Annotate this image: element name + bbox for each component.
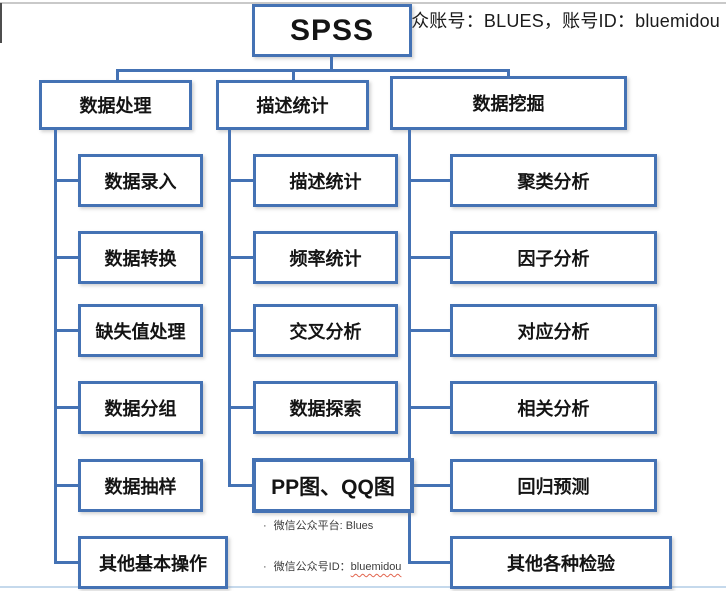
bullet-icon: · bbox=[263, 561, 267, 573]
node-data-transform: 数据转换 bbox=[78, 231, 203, 284]
branch-header-data-processing: 数据处理 bbox=[39, 80, 192, 130]
connector-stub bbox=[408, 179, 450, 182]
bottom-divider-line bbox=[0, 586, 726, 588]
node-regression-prediction: 回归预测 bbox=[450, 459, 657, 512]
node-frequency-stats: 频率统计 bbox=[253, 231, 398, 284]
connector-stub bbox=[408, 329, 450, 332]
root-node-spss: SPSS bbox=[252, 4, 412, 57]
connector-stub bbox=[228, 484, 253, 487]
connector-stub bbox=[408, 406, 450, 409]
bullet-icon: · bbox=[263, 520, 267, 532]
connector-stub bbox=[54, 256, 78, 259]
connector-stub bbox=[54, 406, 78, 409]
wechat-platform-text: 微信公众平台: Blues bbox=[273, 520, 374, 532]
node-other-tests: 其他各种检验 bbox=[450, 536, 672, 589]
connector-spine-branch-1 bbox=[54, 130, 57, 563]
connector-stub bbox=[54, 329, 78, 332]
connector-stub bbox=[408, 561, 450, 564]
node-other-basic-ops: 其他基本操作 bbox=[78, 536, 228, 589]
node-factor-analysis: 因子分析 bbox=[450, 231, 657, 284]
node-data-exploration: 数据探索 bbox=[253, 381, 398, 434]
node-descriptive-stats: 描述统计 bbox=[253, 154, 398, 207]
node-correlation-analysis: 相关分析 bbox=[450, 381, 657, 434]
top-divider-line bbox=[0, 2, 726, 4]
node-data-sampling: 数据抽样 bbox=[78, 459, 203, 512]
connector-stub bbox=[228, 406, 253, 409]
connector-stub bbox=[54, 561, 78, 564]
branch-header-descriptive-stats: 描述统计 bbox=[216, 80, 369, 130]
connector-root-stub bbox=[330, 56, 333, 71]
connector-stub bbox=[228, 329, 253, 332]
wechat-platform-note: · 微信公众平台: Blues bbox=[263, 517, 453, 533]
connector-stub bbox=[228, 256, 253, 259]
account-watermark-text: 众账号：BLUES，账号ID：bluemidou bbox=[411, 11, 720, 31]
connector-drop-branch-2 bbox=[292, 69, 295, 81]
wechat-id-note: · 微信公众号ID：bluemidou bbox=[263, 558, 453, 574]
branch-header-data-mining: 数据挖掘 bbox=[390, 76, 627, 130]
connector-drop-branch-1 bbox=[116, 69, 119, 81]
connector-main-horizontal bbox=[116, 69, 510, 72]
connector-stub bbox=[54, 179, 78, 182]
connector-stub bbox=[408, 256, 450, 259]
node-cluster-analysis: 聚类分析 bbox=[450, 154, 657, 207]
connector-stub bbox=[408, 484, 450, 487]
connector-drop-branch-3 bbox=[507, 69, 510, 77]
node-data-entry: 数据录入 bbox=[78, 154, 203, 207]
node-crosstab-analysis: 交叉分析 bbox=[253, 304, 398, 357]
node-missing-values: 缺失值处理 bbox=[78, 304, 203, 357]
connector-spine-branch-2 bbox=[228, 130, 231, 487]
wechat-id-label: 微信公众号ID： bbox=[273, 561, 351, 573]
connector-spine-branch-3 bbox=[408, 130, 411, 563]
node-correspondence-analysis: 对应分析 bbox=[450, 304, 657, 357]
connector-stub bbox=[54, 484, 78, 487]
left-edge-mark bbox=[0, 3, 2, 43]
node-pp-qq-plots: PP图、QQ图 bbox=[252, 458, 414, 513]
connector-stub bbox=[228, 179, 253, 182]
wechat-id-value: bluemidou bbox=[350, 561, 402, 573]
node-data-grouping: 数据分组 bbox=[78, 381, 203, 434]
